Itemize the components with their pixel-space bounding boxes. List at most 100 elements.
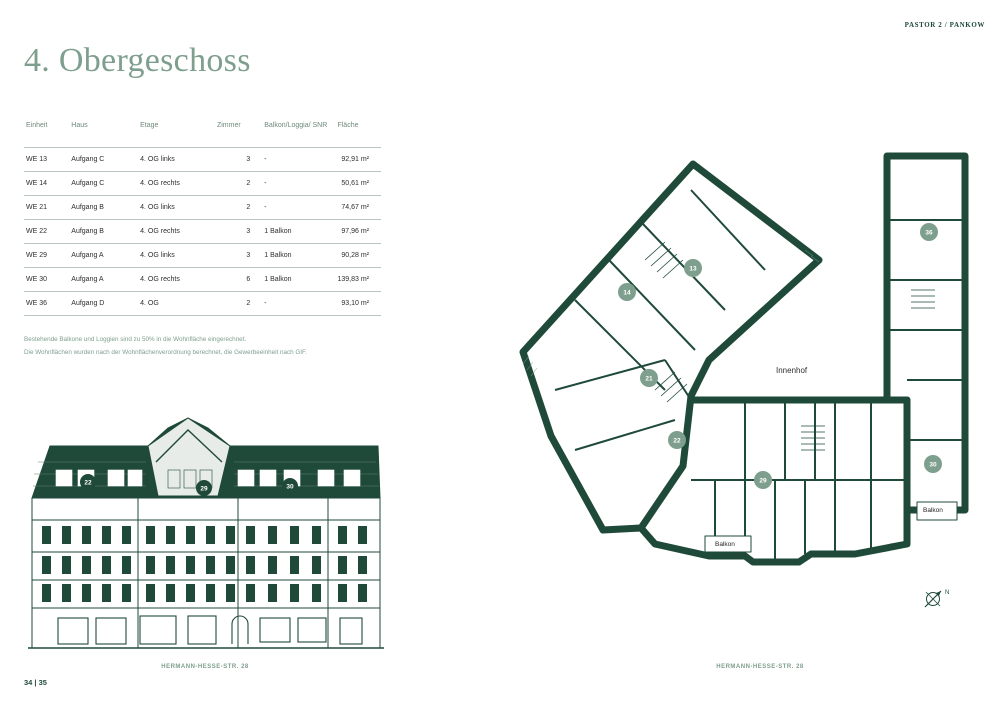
facade-window	[186, 526, 195, 544]
cell-einheit: WE 14	[24, 171, 70, 196]
plan-marker-29	[754, 471, 772, 489]
facade-marker-22	[80, 474, 96, 490]
facade-marker-22-label: 22	[84, 480, 92, 487]
cell-zimmer: 3	[214, 147, 263, 172]
plan-marker-label: 29	[759, 477, 767, 484]
cell-balkon: 1 Balkon	[262, 267, 336, 292]
cell-zimmer: 2	[214, 171, 263, 196]
compass-icon	[924, 590, 942, 608]
col-header-einheit: Einheit	[26, 122, 48, 129]
cell-haus: Aufgang C	[69, 171, 139, 196]
facade-window	[290, 584, 299, 602]
col-header-etage: Etage	[140, 122, 159, 129]
plan-marker-22	[668, 431, 686, 449]
facade-window	[102, 556, 111, 574]
cell-haus: Aufgang A	[69, 243, 139, 268]
cell-einheit: WE 36	[24, 291, 70, 316]
cell-zimmer: 3	[214, 243, 263, 268]
cell-haus: Aufgang C	[69, 147, 139, 172]
facade-window	[62, 556, 71, 574]
plan-marker-label: 21	[645, 375, 653, 382]
cell-einheit: WE 22	[24, 219, 70, 244]
facade-window	[206, 584, 215, 602]
facade-window	[246, 556, 255, 574]
facade-window	[246, 584, 255, 602]
facade-marker-29	[196, 480, 212, 496]
facade-marker-30-label: 30	[286, 484, 294, 491]
cell-haus: Aufgang A	[69, 267, 139, 292]
cell-etage: 4. OG	[138, 291, 215, 316]
facade-window	[146, 556, 155, 574]
facade-marker-29-label: 29	[200, 486, 208, 493]
note-line: Bestehende Balkone und Loggien sind zu 5…	[24, 336, 247, 343]
cell-etage: 4. OG rechts	[138, 171, 215, 196]
plan-marker-30	[924, 455, 942, 473]
units-table: Einheit Haus Etage Zimmer Balkon/Loggia/…	[24, 118, 381, 316]
page-numbers: 34 | 35	[24, 678, 47, 687]
facade-window	[122, 556, 131, 574]
plan-marker-21	[640, 369, 658, 387]
facade-window	[42, 526, 51, 544]
cell-etage: 4. OG links	[138, 147, 215, 172]
facade-window	[166, 526, 175, 544]
facade-window	[82, 526, 91, 544]
plan-marker-label: 30	[929, 461, 937, 468]
plan-marker-label: 36	[925, 229, 933, 236]
cell-balkon: -	[262, 291, 336, 316]
cell-balkon: -	[262, 195, 336, 220]
balcony-label-left: Balkon	[713, 540, 737, 549]
cell-zimmer: 2	[214, 195, 263, 220]
facade-window	[358, 526, 367, 544]
facade-window	[42, 584, 51, 602]
cell-zimmer: 2	[214, 291, 263, 316]
facade-window	[42, 556, 51, 574]
col-header-balkon: Balkon/Loggia/ SNR	[264, 122, 328, 129]
col-header-flaeche: Fläche	[337, 122, 359, 129]
brand-header: PASTOR 2 / PANKOW	[904, 21, 985, 29]
cell-etage: 4. OG links	[138, 195, 215, 220]
plan-marker-14	[618, 283, 636, 301]
facade-window	[62, 584, 71, 602]
cell-haus: Aufgang B	[69, 219, 139, 244]
facade-marker-30	[282, 478, 298, 494]
plan-marker-36	[920, 223, 938, 241]
cell-flaeche: 139,83 m²	[335, 267, 381, 292]
facade-window	[226, 556, 235, 574]
cell-flaeche: 97,96 m²	[335, 219, 381, 244]
plan-marker-label: 22	[673, 437, 681, 444]
facade-window	[102, 584, 111, 602]
cell-einheit: WE 30	[24, 267, 70, 292]
facade-window	[290, 556, 299, 574]
col-header-haus: Haus	[71, 122, 88, 129]
facade-window	[146, 584, 155, 602]
facade-window	[312, 584, 321, 602]
facade-window	[146, 526, 155, 544]
courtyard-label: Innenhof	[776, 366, 808, 375]
plan-caption: HERMANN-HESSE-STR. 28	[716, 664, 804, 670]
cell-etage: 4. OG rechts	[138, 219, 215, 244]
facade-window	[338, 556, 347, 574]
area-notes: Bestehende Balkone und Loggien sind zu 5…	[24, 333, 404, 359]
page-title: 4. Obergeschoss	[24, 42, 251, 79]
cell-einheit: WE 13	[24, 147, 70, 172]
facade-window	[268, 584, 277, 602]
cell-balkon: -	[262, 171, 336, 196]
col-header-zimmer: Zimmer	[216, 122, 241, 129]
facade-window	[268, 556, 277, 574]
cell-haus: Aufgang D	[69, 291, 139, 316]
cell-flaeche: 50,61 m²	[335, 171, 381, 196]
facade-window	[166, 584, 175, 602]
facade-window	[102, 526, 111, 544]
facade-window	[268, 526, 277, 544]
cell-balkon: 1 Balkon	[262, 219, 336, 244]
facade-window	[82, 556, 91, 574]
facade-caption: HERMANN-HESSE-STR. 28	[161, 664, 249, 670]
cell-einheit: WE 21	[24, 195, 70, 220]
note-line: Die Wohnflächen wurden nach der Wohnfläc…	[24, 349, 307, 356]
